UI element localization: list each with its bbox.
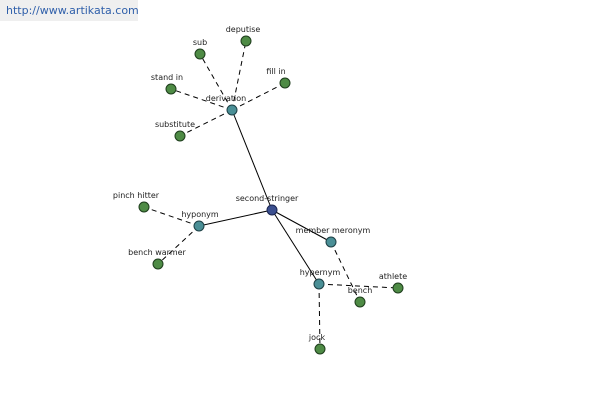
node-bench[interactable]	[354, 296, 366, 308]
graph-nodes	[138, 35, 404, 355]
node-label-athlete[interactable]: athlete	[379, 272, 407, 281]
node-athlete[interactable]	[392, 282, 404, 294]
graph-edges	[143, 40, 399, 350]
node-label-bench-warmer[interactable]: bench warmer	[128, 248, 186, 257]
node-jock[interactable]	[314, 343, 326, 355]
node-member-meronym[interactable]	[325, 236, 337, 248]
node-sub[interactable]	[194, 48, 206, 60]
node-label-hyponym[interactable]: hyponym	[181, 210, 219, 219]
node-hypernym[interactable]	[313, 278, 325, 290]
node-substitute[interactable]	[174, 130, 186, 142]
node-stand-in[interactable]	[165, 83, 177, 95]
node-label-hypernym[interactable]: hypernym	[300, 268, 341, 277]
edge-hyponym-to-pinch-hitter	[143, 206, 200, 227]
edge-hypernym-to-jock	[318, 283, 321, 350]
node-label-stand-in[interactable]: stand in	[151, 73, 183, 82]
edge-second-stringer-to-hyponym	[198, 209, 273, 227]
edge-hyponym-to-bench-warmer	[157, 225, 200, 265]
edge-hypernym-to-athlete	[318, 283, 399, 289]
node-second-stringer[interactable]	[266, 204, 278, 216]
edge-derivation-to-fill-in	[231, 82, 286, 111]
node-label-fill-in[interactable]: fill in	[266, 67, 285, 76]
edge-second-stringer-to-hypernym	[271, 209, 320, 285]
node-label-deputise[interactable]: deputise	[226, 25, 261, 34]
node-label-sub[interactable]: sub	[193, 38, 207, 47]
node-deputise[interactable]	[240, 35, 252, 47]
node-derivation[interactable]	[226, 104, 238, 116]
node-label-second-stringer[interactable]: second-stringer	[236, 194, 299, 203]
node-label-substitute[interactable]: substitute	[155, 120, 195, 129]
edge-derivation-to-stand-in	[170, 88, 233, 111]
node-label-pinch-hitter[interactable]: pinch hitter	[113, 191, 160, 200]
node-label-bench[interactable]: bench	[348, 286, 373, 295]
node-label-member-meronym[interactable]: member meronym	[296, 226, 371, 235]
edge-derivation-to-substitute	[179, 109, 233, 137]
node-label-jock[interactable]: jock	[308, 333, 326, 342]
node-fill-in[interactable]	[279, 77, 291, 89]
graph-labels: second-stringer derivation hyponym member m…	[113, 25, 407, 342]
edge-second-stringer-to-member-meronym	[271, 209, 332, 243]
node-label-derivation[interactable]: derivation	[206, 94, 246, 103]
edge-derivation-to-deputise	[231, 40, 247, 111]
edge-second-stringer-to-derivation	[231, 109, 273, 211]
node-hyponym[interactable]	[193, 220, 205, 232]
edge-member-meronym-to-bench	[330, 241, 361, 303]
node-bench-warmer[interactable]	[152, 258, 164, 270]
node-pinch-hitter[interactable]	[138, 201, 150, 213]
edge-derivation-to-sub	[199, 53, 233, 111]
source-url-banner[interactable]: http://www.artikata.com	[0, 0, 139, 21]
